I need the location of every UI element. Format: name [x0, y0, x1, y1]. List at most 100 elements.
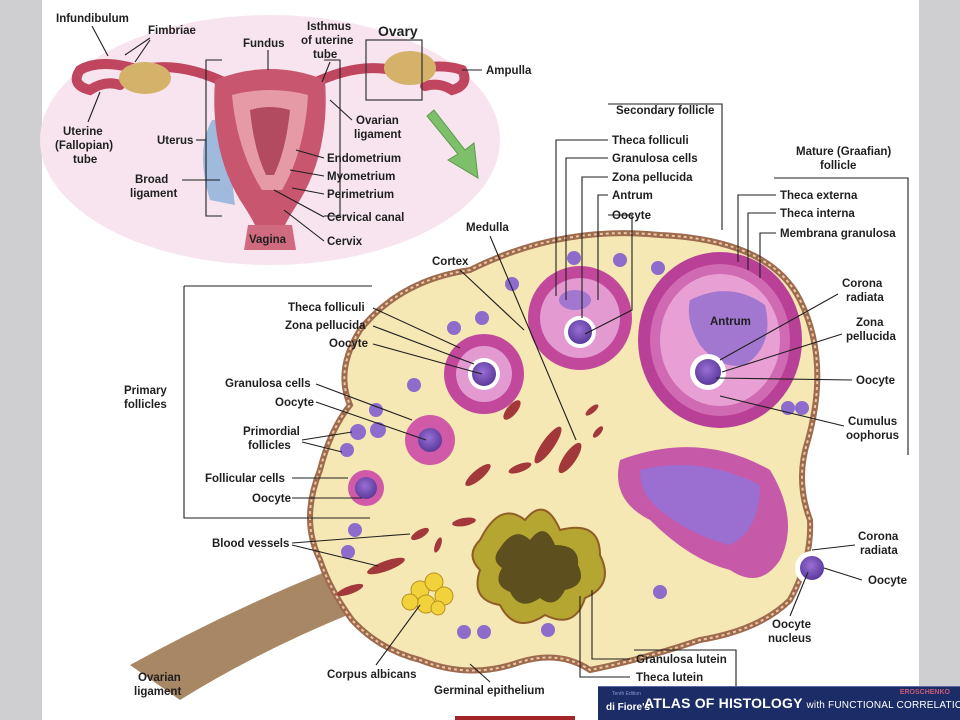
- label-ovary: Ovary: [378, 23, 418, 39]
- leader-uterine-tube: [87, 91, 101, 123]
- primordial-follicle: [541, 623, 555, 637]
- primordial-follicle: [341, 545, 355, 559]
- leader-ovulated-oocyte: [823, 567, 863, 581]
- bracket-corpus-luteum: [634, 649, 737, 695]
- blood-vessel: [367, 557, 405, 575]
- primordial-follicle: [651, 261, 665, 275]
- leader-membrana: [759, 232, 776, 278]
- blood-vessel: [465, 464, 491, 486]
- leader-cervical-canal: [273, 189, 325, 218]
- label-cumulus-1: Cumulus: [848, 416, 897, 428]
- ovarian-ligament-stalk: [130, 570, 360, 700]
- label-mature-2: follicle: [820, 160, 856, 172]
- label-sec-zona-pellucida: Zona pellucida: [612, 172, 693, 184]
- leader-sec-zona: [581, 176, 608, 318]
- banner-title: ATLAS OF HISTOLOGY: [644, 695, 803, 711]
- label-isthmus-1: Isthmus: [307, 21, 351, 33]
- primordial-follicle: [477, 625, 491, 639]
- label-granulosa-lutein: Granulosa lutein: [636, 654, 727, 666]
- right-ovary-shape: [384, 51, 436, 85]
- label-ampulla: Ampulla: [486, 65, 532, 77]
- leader-infundibulum: [91, 25, 109, 57]
- leader-cumulus: [719, 395, 845, 427]
- bracket-secondary: [608, 103, 723, 230]
- label-theca-lutein: Theca lutein: [636, 672, 703, 684]
- label-uterine-tube-1: Uterine: [63, 126, 103, 138]
- label-myometrium: Myometrium: [327, 171, 395, 183]
- ovary-section: Secondary follicle Theca folliculi Granu…: [124, 103, 909, 700]
- label-sec-granulosa-cells: Granulosa cells: [612, 153, 698, 165]
- label-blood-vessels: Blood vessels: [212, 538, 289, 550]
- primordial-follicles: [340, 251, 809, 639]
- label-corona-2: radiata: [846, 292, 884, 304]
- label-primordial-oocyte: Oocyte: [252, 493, 291, 505]
- secondary-follicle: [528, 266, 632, 370]
- primordial-oocyte-large: [355, 477, 377, 499]
- corpus-luteum: [471, 508, 606, 624]
- label-sec-theca-folliculi: Theca folliculi: [612, 135, 689, 147]
- label-corona2-1: Corona: [858, 531, 899, 543]
- ovulated-oocyte: [800, 556, 824, 580]
- leader-sec-oocyte: [584, 214, 633, 335]
- primordial-follicle: [370, 422, 386, 438]
- label-uterine-tube-3: tube: [73, 154, 97, 166]
- label-ovarian-ligament-2: ligament: [354, 129, 401, 141]
- label-prim-oocyte2: Oocyte: [275, 397, 314, 409]
- primordial-follicle: [475, 311, 489, 325]
- leader-prim-zona: [372, 325, 475, 365]
- label-perimetrium: Perimetrium: [327, 189, 394, 201]
- blood-vessels: [336, 400, 604, 597]
- label-oocyte-nucleus-1: Oocyte: [772, 619, 811, 631]
- label-oocyte-nucleus-2: nucleus: [768, 633, 811, 645]
- banner-title-line: ATLAS OF HISTOLOGY with FUNCTIONAL CORRE…: [644, 695, 960, 711]
- primary-oocyte-large: [472, 362, 496, 386]
- label-prim-theca-folliculi: Theca folliculi: [288, 302, 365, 314]
- blood-vessel: [452, 517, 476, 527]
- leader-isthmus: [321, 61, 331, 83]
- released-fluid: [640, 465, 760, 545]
- label-isthmus-3: tube: [313, 49, 337, 61]
- corpus-albicans: [401, 572, 454, 616]
- label-zona-1: Zona: [856, 317, 884, 329]
- banner-edition: Tenth Edition: [612, 691, 641, 697]
- label-cervix: Cervix: [327, 236, 363, 248]
- label-ovarian-ligament-1: Ovarian: [356, 115, 399, 127]
- label-germinal-epithelium: Germinal epithelium: [434, 685, 545, 697]
- blood-vessel: [558, 442, 582, 474]
- uterine-cavity: [250, 107, 290, 175]
- bracket-mature: [774, 177, 909, 455]
- germinal-epithelium: [309, 232, 819, 672]
- leader-corona: [719, 293, 839, 361]
- leader-theca-lutein: [579, 596, 630, 678]
- leader-ovarian-ligament: [329, 99, 353, 121]
- label-prim-oocyte: Oocyte: [329, 338, 368, 350]
- label-endometrium: Endometrium: [327, 153, 401, 165]
- label-membrana-granulosa: Membrana granulosa: [780, 228, 896, 240]
- primordial-follicle: [795, 401, 809, 415]
- leader-perimetrium: [291, 187, 325, 195]
- uterus-bracket-right: [324, 59, 341, 217]
- secondary-oocyte: [568, 320, 592, 344]
- ovulating-follicle: [618, 447, 829, 585]
- label-fimbriae: Fimbriae: [148, 25, 196, 37]
- leader-corpus-albicans: [375, 604, 421, 666]
- antrum-shape: [688, 291, 768, 366]
- label-isthmus-2: of uterine: [301, 35, 353, 47]
- blood-vessel: [411, 527, 429, 541]
- label-follicular-cells: Follicular cells: [205, 473, 285, 485]
- primordial-follicle: [407, 378, 421, 392]
- leader-mature-oocyte: [715, 377, 853, 381]
- blood-vessel: [585, 404, 599, 416]
- leader-sec-theca: [555, 139, 608, 296]
- primordial-follicle: [653, 585, 667, 599]
- label-cervical-canal: Cervical canal: [327, 212, 404, 224]
- label-ovulated-oocyte: Oocyte: [868, 575, 907, 587]
- banner-author: EROSCHENKO: [899, 689, 950, 696]
- blood-vessel: [508, 462, 532, 474]
- primordial-follicle: [369, 403, 383, 417]
- leader-theca-interna: [747, 212, 776, 270]
- label-corona2-2: radiata: [860, 545, 898, 557]
- leader-theca-externa: [737, 194, 776, 262]
- blood-vessel: [503, 400, 521, 420]
